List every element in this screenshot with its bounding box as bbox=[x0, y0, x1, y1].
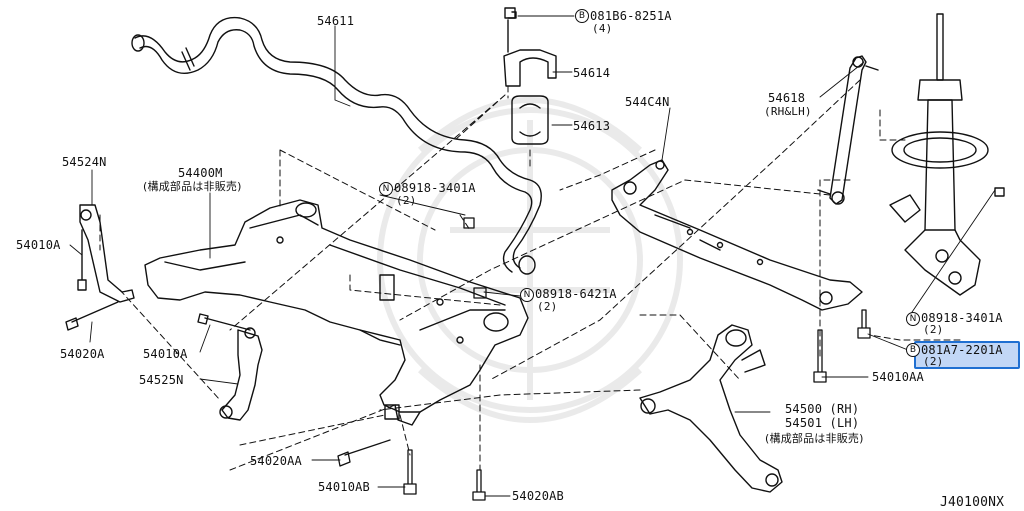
label-54400M[interactable]: 54400M bbox=[178, 166, 223, 180]
label-08918-6421A[interactable]: 08918-6421A bbox=[535, 287, 617, 301]
bolts bbox=[337, 217, 871, 501]
side-54618: (RH&LH) bbox=[764, 105, 812, 118]
bolt-symbol-icon: B bbox=[575, 9, 589, 23]
stabilizer-bar-part bbox=[131, 16, 542, 275]
highlighted-part-box[interactable] bbox=[914, 341, 1020, 369]
strut-assembly-part bbox=[889, 13, 1005, 296]
bushing-part bbox=[511, 95, 549, 145]
label-54010AA[interactable]: 54010AA bbox=[872, 370, 924, 384]
crossmember-part bbox=[144, 199, 529, 426]
qty-08918-6421A: (2) bbox=[537, 300, 558, 313]
label-54501-lh[interactable]: 54501 (LH) bbox=[785, 416, 860, 430]
note-54400M: (構成部品は非販売) bbox=[143, 180, 242, 193]
label-54611[interactable]: 54611 bbox=[317, 14, 355, 28]
clamp-part bbox=[503, 7, 557, 87]
label-54020A[interactable]: 54020A bbox=[60, 347, 105, 361]
transverse-link-part bbox=[639, 324, 783, 493]
label-54010A-center[interactable]: 54010A bbox=[143, 347, 188, 361]
front-member-part bbox=[611, 159, 863, 311]
label-54613[interactable]: 54613 bbox=[573, 119, 611, 133]
stabilizer-link-part bbox=[817, 55, 879, 205]
label-54010AB[interactable]: 54010AB bbox=[318, 480, 370, 494]
label-54618[interactable]: 54618 bbox=[768, 91, 806, 105]
bolt-symbol-icon: B bbox=[906, 343, 920, 357]
nut-symbol-icon: N bbox=[906, 312, 920, 326]
label-54614[interactable]: 54614 bbox=[573, 66, 611, 80]
label-08918-3401A-upper[interactable]: 08918-3401A bbox=[394, 181, 476, 195]
label-54020AA[interactable]: 54020AA bbox=[250, 454, 302, 468]
qty-081B6-8251A: (4) bbox=[592, 22, 613, 35]
qty-08918-3401A-upper: (2) bbox=[396, 194, 417, 207]
label-54500-rh[interactable]: 54500 (RH) bbox=[785, 402, 860, 416]
nut-symbol-icon: N bbox=[520, 288, 534, 302]
label-544C4N[interactable]: 544C4N bbox=[625, 95, 670, 109]
label-081A7-2201A[interactable]: 081A7-2201A bbox=[921, 343, 1003, 357]
qty-08918-3401A-right: (2) bbox=[923, 323, 944, 336]
nut-symbol-icon: N bbox=[379, 182, 393, 196]
note-54500: (構成部品は非販売) bbox=[765, 432, 864, 445]
label-54010A-left[interactable]: 54010A bbox=[16, 238, 61, 252]
diagram-id: J40100NX bbox=[940, 495, 1005, 510]
label-54020AB[interactable]: 54020AB bbox=[512, 489, 564, 503]
left-link-lower-part bbox=[197, 313, 263, 421]
left-link-upper-part bbox=[65, 204, 135, 331]
label-08918-3401A-right[interactable]: 08918-3401A bbox=[921, 311, 1003, 325]
label-081B6-8251A[interactable]: 081B6-8251A bbox=[590, 9, 672, 23]
label-54524N[interactable]: 54524N bbox=[62, 155, 107, 169]
label-54525N[interactable]: 54525N bbox=[139, 373, 184, 387]
qty-081A7-2201A: (2) bbox=[923, 355, 944, 368]
